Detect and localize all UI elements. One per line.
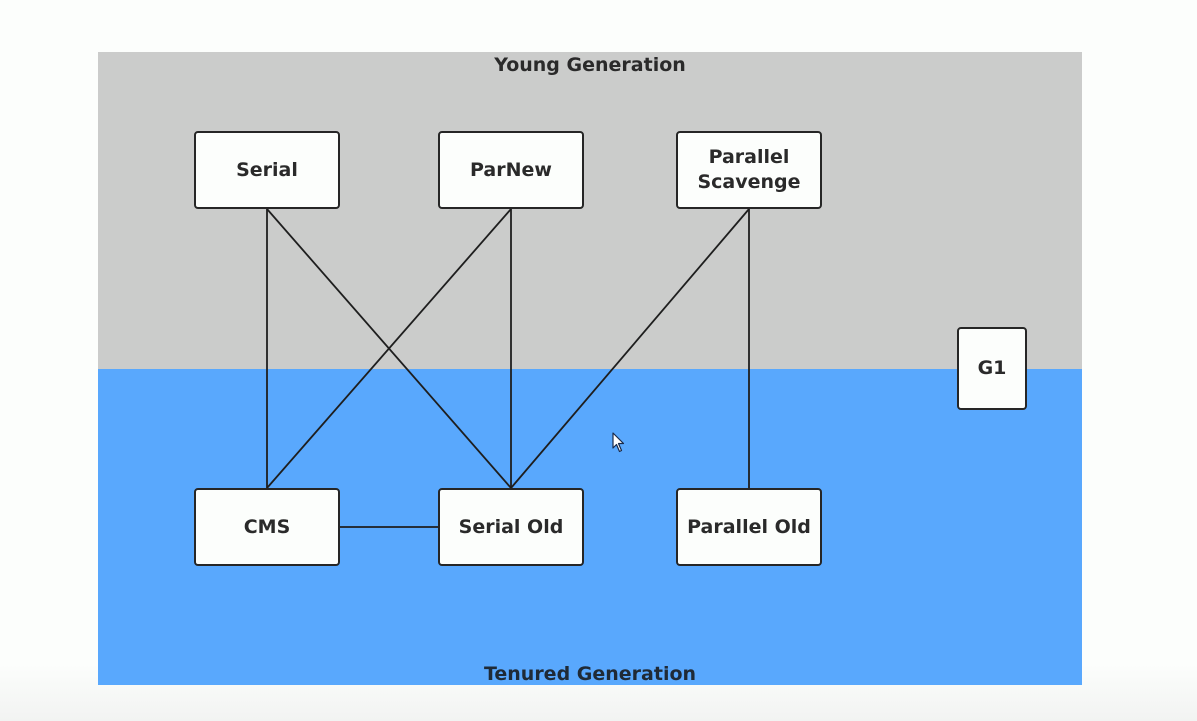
collector-cms-label: CMS bbox=[243, 515, 291, 538]
collector-cms[interactable]: CMS bbox=[194, 488, 340, 566]
collector-serial-label: Serial bbox=[236, 158, 298, 181]
collector-g1-label: G1 bbox=[977, 357, 1007, 379]
collector-parallel-old[interactable]: Parallel Old bbox=[676, 488, 822, 566]
mouse-cursor-icon bbox=[612, 432, 625, 453]
collector-serial[interactable]: Serial bbox=[194, 131, 340, 209]
collector-parallel-scavenge-label: Parallel Scavenge bbox=[697, 146, 801, 193]
young-generation-label: Young Generation bbox=[494, 54, 686, 76]
collector-parnew[interactable]: ParNew bbox=[438, 131, 584, 209]
young-generation-region: Young Generation bbox=[98, 52, 1082, 369]
collector-parnew-label: ParNew bbox=[470, 158, 552, 181]
collector-serial-old[interactable]: Serial Old bbox=[438, 488, 584, 566]
collector-parallel-scavenge[interactable]: Parallel Scavenge bbox=[676, 131, 822, 209]
connection-parnew-cms bbox=[266, 208, 512, 489]
collector-g1[interactable]: G1 bbox=[957, 327, 1027, 410]
collector-serial-old-label: Serial Old bbox=[458, 515, 564, 538]
collector-parallel-old-label: Parallel Old bbox=[687, 515, 811, 538]
connection-parallel-scavenge-serial-old bbox=[510, 208, 750, 489]
tenured-generation-label: Tenured Generation bbox=[483, 663, 697, 685]
